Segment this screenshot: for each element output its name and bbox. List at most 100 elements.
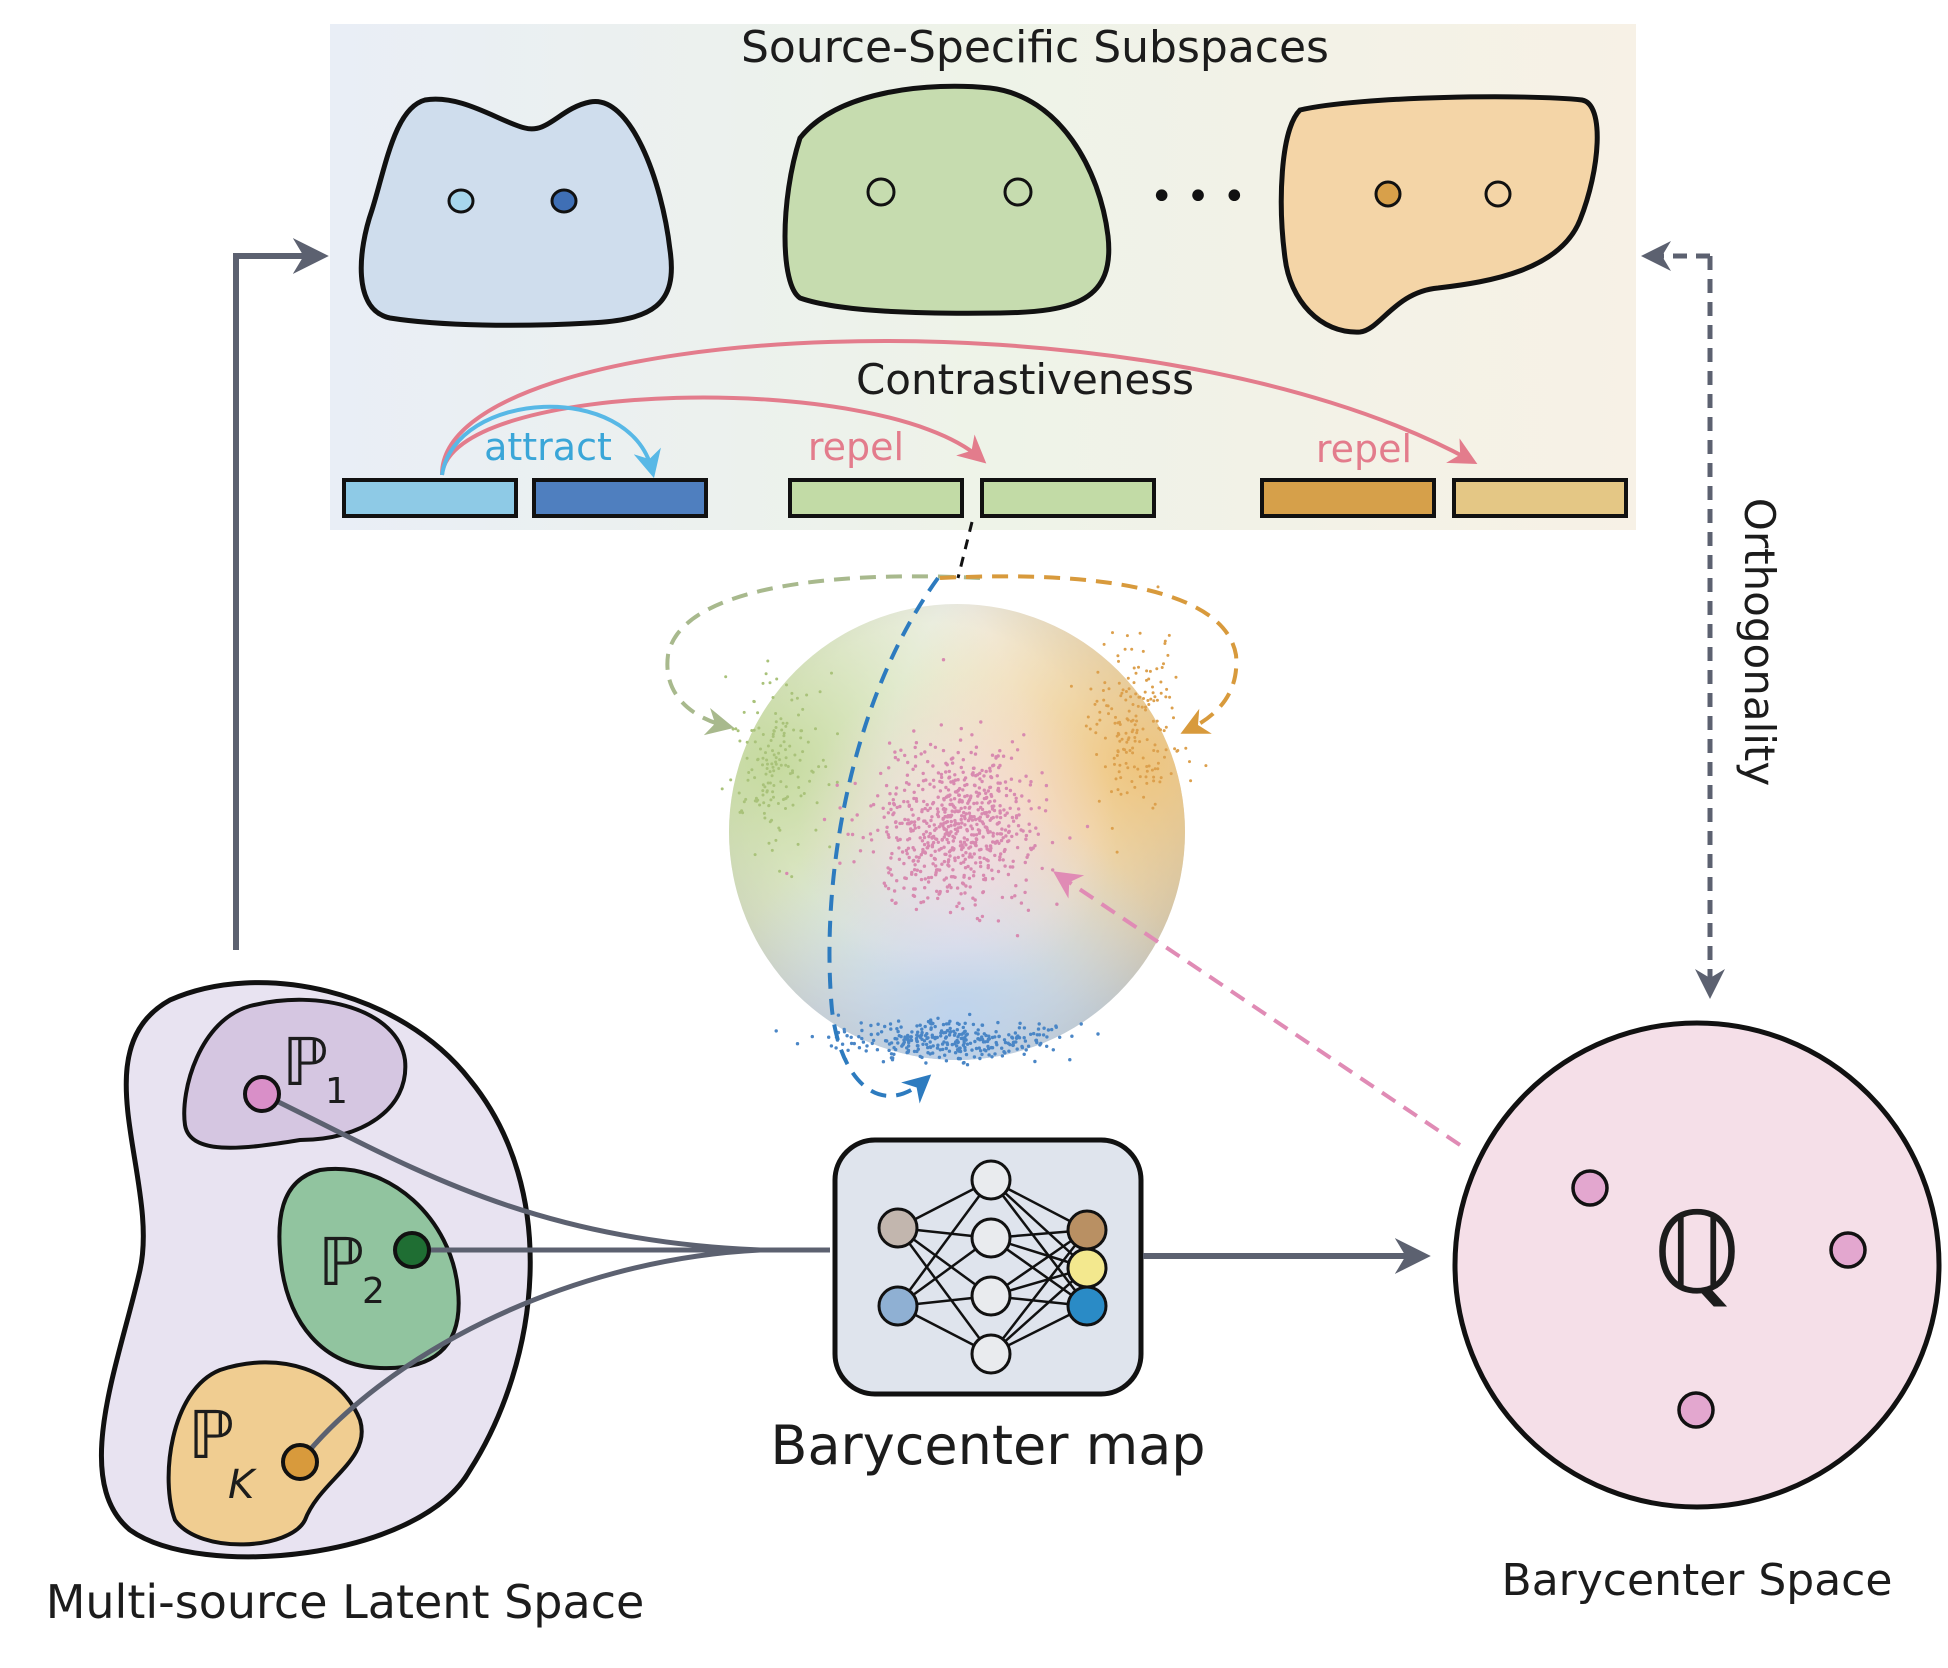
scatter-point xyxy=(934,873,938,877)
scatter-point xyxy=(909,1038,914,1043)
scatter-point xyxy=(985,847,989,851)
scatter-point xyxy=(924,1061,928,1065)
scatter-point xyxy=(1116,788,1120,792)
scatter-point xyxy=(983,876,988,881)
scatter-point xyxy=(920,1055,924,1060)
scatter-point xyxy=(923,1024,927,1029)
scatter-point xyxy=(1169,772,1173,776)
scatter-point xyxy=(939,1031,943,1035)
scatter-point xyxy=(1163,639,1167,643)
scatter-point xyxy=(855,813,859,817)
scatter-point xyxy=(1003,813,1007,817)
scatter-point xyxy=(1138,740,1142,744)
scatter-point xyxy=(947,1049,952,1053)
scatter-point xyxy=(774,756,778,760)
scatter-point xyxy=(771,732,775,736)
scatter-point xyxy=(827,783,831,787)
embedding-bar-blue-dark xyxy=(532,478,708,518)
scatter-point xyxy=(1134,671,1138,675)
scatter-point xyxy=(990,1055,994,1059)
scatter-point xyxy=(1103,736,1107,740)
scatter-point xyxy=(799,794,803,798)
scatter-point xyxy=(1114,777,1118,781)
scatter-point xyxy=(1125,791,1129,795)
scatter-point xyxy=(958,1046,962,1050)
scatter-point xyxy=(1115,850,1119,854)
distribution-pk-symbol: ℙ xyxy=(188,1397,234,1474)
pk-sample-point xyxy=(281,1443,319,1481)
scatter-point xyxy=(1133,723,1137,727)
scatter-point xyxy=(968,1012,972,1017)
scatter-point xyxy=(978,1038,982,1042)
p1-to-map-line xyxy=(260,1091,761,1253)
scatter-point xyxy=(962,1039,966,1043)
scatter-point xyxy=(1146,699,1150,702)
scatter-point xyxy=(1127,709,1131,713)
repel-label-2: repel xyxy=(1316,427,1412,471)
scatter-point xyxy=(1131,728,1135,732)
scatter-point xyxy=(1121,688,1125,692)
scatter-point xyxy=(951,868,955,872)
scatter-point xyxy=(1037,806,1041,810)
blob-point xyxy=(550,188,578,214)
scatter-point xyxy=(1153,695,1157,699)
scatter-point xyxy=(1110,826,1114,830)
scatter-point xyxy=(852,1041,856,1046)
scatter-point xyxy=(757,726,761,730)
scatter-point xyxy=(1032,1031,1036,1036)
scatter-point xyxy=(936,771,941,775)
scatter-point xyxy=(907,803,911,807)
scatter-point xyxy=(846,832,850,836)
scatter-point xyxy=(946,840,951,845)
scatter-point xyxy=(896,758,900,762)
p2-sample-point xyxy=(393,1231,431,1269)
scatter-point xyxy=(912,796,916,801)
scatter-point xyxy=(988,830,992,834)
distribution-p2-region xyxy=(277,1166,461,1371)
scatter-point xyxy=(945,820,950,824)
scatter-point xyxy=(946,814,950,818)
distribution-p2-symbol: ℙ xyxy=(318,1224,364,1301)
scatter-point xyxy=(943,810,947,814)
scatter-point xyxy=(1151,691,1155,695)
scatter-point xyxy=(931,778,936,782)
scatter-point xyxy=(895,1027,899,1031)
scatter-point xyxy=(916,1047,920,1051)
scatter-point xyxy=(1119,792,1123,796)
scatter-point xyxy=(1110,790,1113,794)
scatter-point xyxy=(978,777,982,781)
scatter-point xyxy=(879,1030,884,1034)
attract-label: attract xyxy=(484,425,612,469)
scatter-point xyxy=(1089,687,1093,691)
scatter-point xyxy=(891,1056,895,1060)
scatter-point xyxy=(929,1020,933,1025)
scatter-point xyxy=(937,825,941,829)
scatter-point xyxy=(876,794,880,798)
scatter-point xyxy=(776,802,780,805)
scatter-point xyxy=(922,864,927,868)
scatter-point xyxy=(986,1037,990,1042)
scatter-point xyxy=(962,778,967,782)
scatter-point xyxy=(979,720,983,724)
scatter-point xyxy=(915,868,919,872)
scatter-point xyxy=(753,776,757,780)
scatter-point xyxy=(892,889,897,893)
scatter-point xyxy=(919,853,923,857)
scatter-point xyxy=(978,1056,982,1061)
scatter-point xyxy=(846,1048,850,1053)
scatter-point xyxy=(906,760,910,765)
scatter-point xyxy=(909,829,913,833)
scatter-point xyxy=(1153,802,1157,806)
scatter-point xyxy=(784,756,788,760)
scatter-point xyxy=(965,838,969,842)
scatter-point xyxy=(922,832,926,837)
scatter-point xyxy=(1113,762,1116,766)
scatter-point xyxy=(944,761,948,765)
embedding-bar-green-2 xyxy=(980,478,1156,518)
scatter-point xyxy=(783,797,786,801)
scatter-point xyxy=(771,790,775,794)
scatter-point xyxy=(956,778,960,782)
scatter-point xyxy=(953,773,957,777)
scatter-point xyxy=(738,810,742,814)
scatter-point xyxy=(765,790,769,794)
